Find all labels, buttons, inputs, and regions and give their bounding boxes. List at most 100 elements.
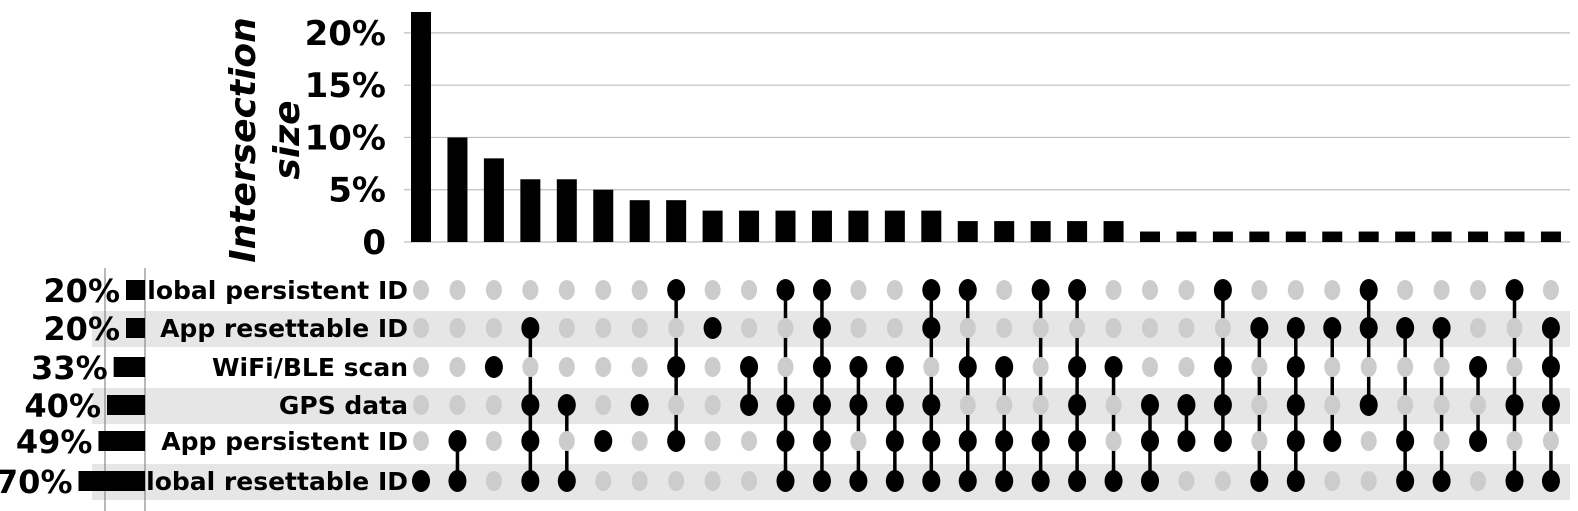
matrix-dot-inactive: [1360, 431, 1377, 451]
matrix-dot-active: [1141, 430, 1159, 452]
matrix-dot-inactive: [449, 357, 466, 377]
intersection-bar: [1140, 231, 1160, 242]
matrix-dot-inactive: [1433, 431, 1450, 451]
set-name-label: WiFi/BLE scan: [212, 353, 408, 382]
matrix-dot-inactive: [413, 357, 429, 377]
matrix-dot-active: [1104, 470, 1123, 492]
matrix-dot-inactive: [1542, 431, 1559, 451]
membership-matrix: [412, 279, 1560, 492]
matrix-dot-inactive: [1433, 357, 1450, 377]
matrix-dot-active: [1213, 356, 1232, 378]
matrix-dot-inactive: [413, 280, 429, 300]
matrix-dot-active: [1396, 470, 1415, 492]
matrix-dot-active: [1031, 470, 1050, 492]
set-size-label: 20%: [43, 310, 120, 348]
intersection-bar: [775, 210, 796, 242]
matrix-dot-active: [1068, 430, 1087, 452]
set-name-label: Global resettable ID: [126, 467, 408, 496]
matrix-dot-inactive: [1324, 471, 1341, 491]
matrix-dot-active: [1031, 430, 1050, 452]
matrix-dot-active: [1505, 394, 1524, 416]
matrix-dot-inactive: [631, 471, 648, 491]
matrix-dot-active: [1213, 279, 1232, 301]
intersection-bar: [811, 210, 832, 242]
matrix-dot-active: [1141, 470, 1159, 492]
matrix-dot-active: [885, 430, 904, 452]
matrix-dot-inactive: [1251, 395, 1268, 415]
matrix-dot-inactive: [850, 431, 867, 451]
matrix-dot-active: [776, 394, 795, 416]
intersection-bar: [593, 189, 614, 242]
intersection-bar: [1358, 231, 1379, 242]
matrix-dot-active: [1432, 317, 1451, 339]
matrix-dot-inactive: [923, 357, 940, 377]
matrix-dot-active: [885, 394, 904, 416]
matrix-dot-inactive: [704, 395, 721, 415]
matrix-dot-inactive: [1032, 357, 1049, 377]
intersection-bar: [483, 158, 504, 242]
matrix-dot-active: [484, 356, 503, 378]
intersection-bars: [411, 12, 1561, 242]
matrix-dot-inactive: [1178, 318, 1195, 338]
matrix-dot-inactive: [1470, 318, 1487, 338]
matrix-dot-active: [1213, 394, 1232, 416]
matrix-dot-active: [1286, 317, 1305, 339]
matrix-dot-inactive: [1397, 357, 1414, 377]
matrix-dot-active: [1541, 394, 1560, 416]
set-size-bar: [113, 357, 145, 377]
matrix-dot-active: [958, 279, 977, 301]
matrix-dot-inactive: [1105, 280, 1122, 300]
matrix-dot-inactive: [1433, 395, 1450, 415]
matrix-dot-inactive: [850, 318, 867, 338]
matrix-dot-active: [958, 356, 977, 378]
set-size-bar: [98, 431, 145, 451]
matrix-dot-inactive: [595, 280, 612, 300]
matrix-dot-active: [412, 470, 430, 492]
matrix-dot-active: [521, 470, 540, 492]
matrix-dot-active: [849, 356, 868, 378]
intersection-bar: [411, 12, 431, 242]
matrix-dot-inactive: [704, 280, 721, 300]
matrix-dot-active: [1177, 430, 1196, 452]
matrix-dot-inactive: [1178, 357, 1195, 377]
matrix-dot-active: [958, 470, 977, 492]
intersection-bar: [666, 200, 687, 242]
row-shading: [92, 311, 1570, 500]
matrix-dot-active: [448, 470, 467, 492]
matrix-dot-active: [958, 430, 977, 452]
matrix-dot-inactive: [595, 471, 612, 491]
intersection-bar: [1468, 231, 1489, 242]
matrix-dot-inactive: [1324, 395, 1341, 415]
matrix-dot-active: [812, 356, 831, 378]
matrix-dot-inactive: [1324, 280, 1341, 300]
matrix-dot-inactive: [1105, 395, 1122, 415]
matrix-dot-inactive: [1397, 395, 1414, 415]
matrix-dot-active: [1469, 356, 1488, 378]
matrix-dot-active: [1396, 317, 1415, 339]
matrix-dot-inactive: [522, 357, 539, 377]
intersection-bar: [1504, 231, 1525, 242]
intersection-bar: [702, 210, 723, 242]
intersection-bar: [1285, 231, 1306, 242]
matrix-dot-active: [1286, 394, 1305, 416]
matrix-dot-inactive: [668, 471, 685, 491]
intersection-bar: [447, 137, 468, 242]
y-tick-label: 5%: [328, 171, 386, 211]
matrix-dot-active: [1141, 394, 1159, 416]
matrix-dot-active: [557, 394, 576, 416]
matrix-dot-inactive: [1360, 357, 1377, 377]
intersection-bar: [1322, 231, 1343, 242]
matrix-dot-inactive: [959, 395, 976, 415]
intersection-bar: [739, 210, 760, 242]
intersection-bar: [848, 210, 869, 242]
y-axis-label-line: Intersection: [223, 17, 264, 263]
matrix-dot-inactive: [777, 357, 794, 377]
set-size-bar: [126, 318, 145, 338]
matrix-dot-inactive: [741, 431, 758, 451]
matrix-dot-active: [667, 430, 686, 452]
intersection-bar: [994, 221, 1015, 242]
matrix-dot-inactive: [1105, 318, 1122, 338]
matrix-dot-active: [812, 394, 831, 416]
matrix-dot-inactive: [1178, 471, 1195, 491]
matrix-dot-active: [521, 394, 540, 416]
